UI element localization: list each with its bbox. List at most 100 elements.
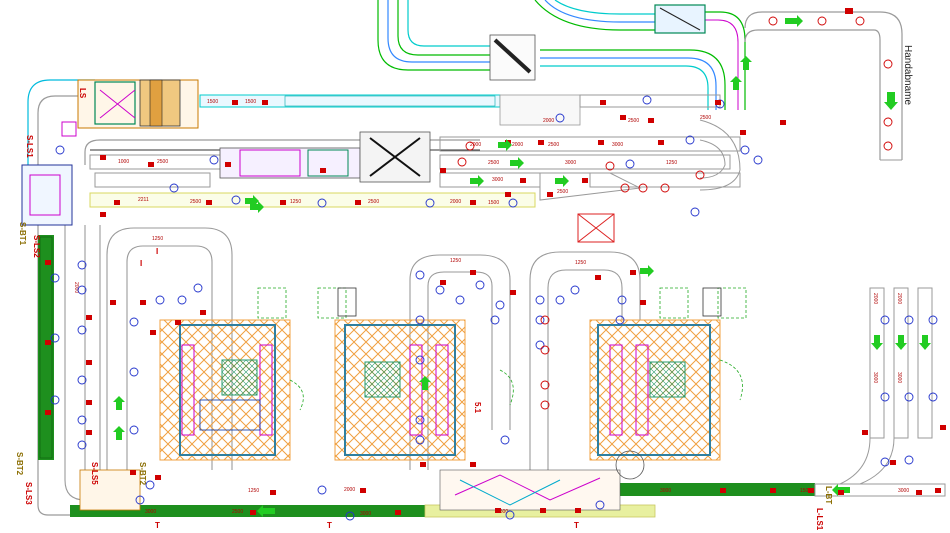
dim-label: 2000 — [872, 293, 878, 304]
node-circle — [475, 280, 485, 290]
direction-arrow — [555, 175, 569, 187]
sensor-marker — [620, 115, 626, 120]
tag-s-bt1: S-BT1 — [18, 222, 27, 246]
stop-circle — [695, 170, 705, 180]
sensor-marker — [890, 460, 896, 465]
sensor-marker — [148, 162, 154, 167]
node-circle — [77, 260, 87, 270]
node-circle — [490, 315, 500, 325]
node-circle — [55, 145, 65, 155]
sensor-marker — [100, 212, 106, 217]
dim-label: 1250 — [248, 488, 259, 494]
dim-label: 1500 — [800, 488, 811, 494]
sensor-marker — [520, 178, 526, 183]
sensor-marker — [598, 140, 604, 145]
sensor-marker — [862, 430, 868, 435]
sensor-marker — [648, 118, 654, 123]
sensor-marker — [440, 168, 446, 173]
node-circle — [508, 198, 518, 208]
direction-arrow — [113, 396, 125, 410]
sensor-marker — [270, 490, 276, 495]
node-circle — [77, 325, 87, 335]
tag-s-bt2-left: S-BT2 — [15, 452, 24, 476]
sensor-marker — [110, 300, 116, 305]
stop-circle — [540, 315, 550, 325]
dim-label: 2500 — [548, 142, 559, 148]
tag-s-ls1: S-LS1 — [25, 135, 34, 158]
node-circle — [145, 480, 155, 490]
stop-circle — [638, 183, 648, 193]
sensor-marker — [470, 200, 476, 205]
dim-label: 2000 — [543, 118, 554, 124]
dim-label: 2000 — [450, 199, 461, 205]
dim-label: 2000 — [73, 282, 79, 293]
node-circle — [345, 511, 355, 521]
sensor-marker — [575, 508, 581, 513]
tag-s-ls2: S-LS2 — [32, 235, 41, 258]
tag-5-1: 5.1 — [473, 402, 482, 414]
sensor-marker — [355, 200, 361, 205]
sensor-marker — [538, 140, 544, 145]
dim-label: 2500 — [157, 159, 168, 165]
handabname-label: Handabname — [902, 45, 913, 105]
sensor-marker — [770, 488, 776, 493]
node-circle — [555, 295, 565, 305]
dim-label: 3000 — [565, 160, 576, 166]
tag-i2: I — [140, 259, 142, 268]
direction-arrow — [740, 56, 752, 70]
sensor-marker — [140, 300, 146, 305]
sensor-marker — [320, 168, 326, 173]
machinery-top-diagonal — [489, 4, 706, 81]
tag-ls: LS — [78, 88, 87, 99]
node-circle — [928, 315, 938, 325]
sensor-marker — [420, 462, 426, 467]
node-circle — [642, 95, 652, 105]
sensor-marker — [200, 310, 206, 315]
sensor-marker — [250, 510, 256, 515]
sensor-marker — [595, 275, 601, 280]
sensor-marker — [100, 155, 106, 160]
tag-i1: I — [156, 247, 158, 256]
node-circle — [880, 457, 890, 467]
tag-t2: T — [327, 521, 332, 530]
node-circle — [880, 315, 890, 325]
dim-label: 3000 — [145, 509, 156, 515]
node-circle — [193, 283, 203, 293]
dim-label: 2000 — [896, 293, 902, 304]
direction-arrow — [419, 376, 431, 390]
sensor-marker — [740, 130, 746, 135]
node-circle — [50, 273, 60, 283]
dim-label: 3000 — [612, 142, 623, 148]
sensor-marker — [935, 488, 941, 493]
sensor-marker — [808, 488, 814, 493]
sensor-marker — [658, 140, 664, 145]
node-circle — [415, 315, 425, 325]
node-circle — [570, 285, 580, 295]
sensor-marker — [206, 200, 212, 205]
dim-label: 1500 — [245, 99, 256, 105]
tag-s-bt2: S-BT2 — [138, 462, 147, 486]
sensor-marker — [175, 320, 181, 325]
sensor-marker — [262, 100, 268, 105]
direction-arrow — [785, 15, 898, 110]
sensor-marker — [470, 462, 476, 467]
dim-label: 3000 — [872, 372, 878, 383]
empty-cell-marker — [577, 213, 615, 243]
node-circle — [455, 295, 465, 305]
node-circle — [753, 155, 763, 165]
sensor-marker — [582, 178, 588, 183]
right-vertical-lanes — [839, 287, 933, 485]
node-circle — [50, 395, 60, 405]
direction-arrow — [250, 201, 264, 213]
node-circle — [535, 295, 545, 305]
node-circle — [740, 145, 750, 155]
tag-s-ls3: S-LS3 — [24, 482, 33, 505]
sensor-marker — [130, 470, 136, 475]
dim-label: 3000 — [660, 488, 671, 494]
stop-circle — [540, 380, 550, 390]
node-circle — [928, 392, 938, 402]
node-circle — [50, 333, 60, 343]
dim-label: 3000 — [360, 511, 371, 517]
node-circle — [177, 295, 187, 305]
tag-l-ls1: L-LS1 — [815, 508, 824, 531]
